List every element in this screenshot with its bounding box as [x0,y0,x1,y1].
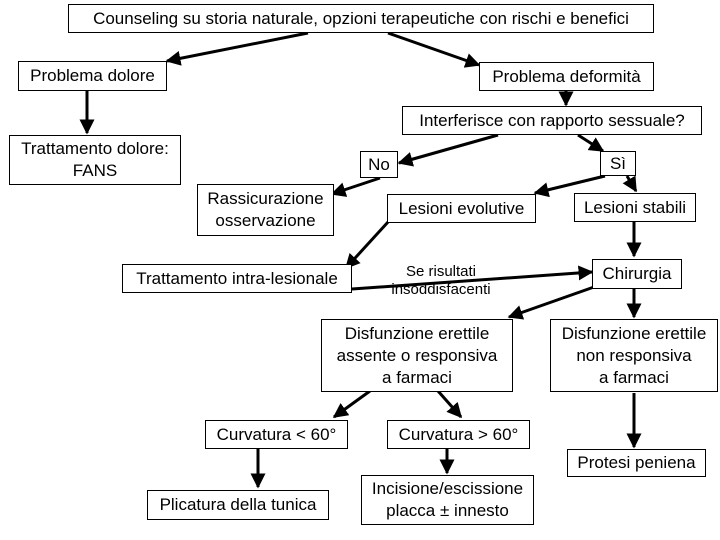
si-text: Sì [609,153,627,173]
incisione-box: Incisione/escissione placca ± innesto [361,475,534,525]
se-risultati-insoddisfacenti-label: Se risultati insoddisfacenti [376,263,506,299]
arrow-responsiva-to-curv-meno60 [332,389,371,419]
trattamento-intralesionale-box: Trattamento intra-lesionale [122,264,352,293]
arrow-si-to-lesioni-stabili [622,175,638,193]
no-text: No [368,154,390,174]
rassicurazione-box: Rassicurazione osservazione [197,184,334,236]
disfunzione-non-responsiva-line2: non responsiva [576,345,692,365]
problema-deformita-text: Problema deformità [492,66,641,86]
si-box: Sì [600,151,636,176]
arrow-chirurgia-to-disf-responsiva [507,285,595,320]
arrow-interferisce-to-no [397,133,499,167]
lesioni-stabili-box: Lesioni stabili [574,193,696,222]
se-risultati-line2: insoddisfacenti [391,281,491,298]
counseling-text: Counseling su storia naturale, opzioni t… [93,8,629,28]
arrow-counseling-to-deformita [387,31,481,68]
problema-dolore-box: Problema dolore [18,61,167,91]
interferisce-text: Interferisce con rapporto sessuale? [419,110,685,130]
counseling-box: Counseling su storia naturale, opzioni t… [68,4,654,33]
plicatura-box: Plicatura della tunica [147,490,329,520]
lesioni-evolutive-text: Lesioni evolutive [398,198,525,218]
curvatura-piu-60-text: Curvatura > 60° [398,424,519,444]
arrow-evolutive-to-intralesionale [344,220,390,270]
curvatura-meno-60-box: Curvatura < 60° [205,420,348,449]
incisione-line2: placca ± innesto [386,501,509,520]
arrow-si-to-lesioni-evolutive [533,174,606,198]
chirurgia-text: Chirurgia [602,264,672,283]
disfunzione-responsiva-line3: a farmaci [382,367,452,387]
arrow-intralesionale-to-chirurgia [351,265,594,291]
incisione-line1: Incisione/escissione [371,479,524,498]
interferisce-box: Interferisce con rapporto sessuale? [402,106,702,135]
disfunzione-responsiva-line2: assente o responsiva [336,345,498,365]
plicatura-text: Plicatura della tunica [159,495,317,514]
disfunzione-responsiva-box: Disfunzione erettile assente o responsiv… [321,319,513,392]
problema-dolore-text: Problema dolore [30,66,155,85]
se-risultati-line1: Se risultati [405,263,477,280]
rassicurazione-line2: osservazione [215,211,316,230]
arrow-responsiva-to-curv-piu60 [436,390,463,419]
disfunzione-non-responsiva-line1: Disfunzione erettile [561,323,707,343]
disfunzione-non-responsiva-box: Disfunzione erettile non responsiva a fa… [550,319,718,392]
trattamento-dolore-line2: FANS [72,161,118,180]
arrow-interferisce-to-si [577,133,605,153]
lesioni-stabili-text: Lesioni stabili [583,197,687,217]
rassicurazione-line1: Rassicurazione [207,189,324,208]
protesi-peniena-text: Protesi peniena [577,453,696,472]
curvatura-meno-60-text: Curvatura < 60° [216,424,337,444]
arrow-no-to-rassicurazione [330,176,381,197]
protesi-peniena-box: Protesi peniena [567,449,706,477]
trattamento-dolore-box: Trattamento dolore: FANS [9,135,181,185]
chirurgia-box: Chirurgia [592,259,682,289]
arrow-counseling-to-dolore [165,31,309,66]
disfunzione-responsiva-line1: Disfunzione erettile [344,323,490,343]
trattamento-intralesionale-text: Trattamento intra-lesionale [136,268,338,288]
no-box: No [360,151,398,178]
curvatura-piu-60-box: Curvatura > 60° [387,420,530,449]
lesioni-evolutive-box: Lesioni evolutive [387,194,536,223]
trattamento-dolore-line1: Trattamento dolore: [21,139,169,158]
disfunzione-non-responsiva-line3: a farmaci [599,367,669,387]
problema-deformita-box: Problema deformità [479,62,654,91]
